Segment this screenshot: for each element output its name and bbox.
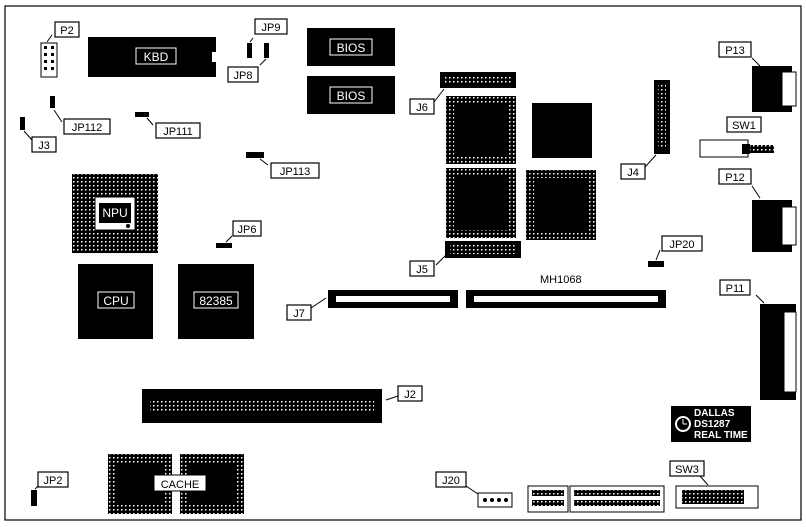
svg-text:CACHE: CACHE (161, 479, 200, 491)
p2-header (40, 42, 58, 78)
sw1-tag: SW1 (726, 116, 762, 133)
svg-text:J20: J20 (442, 475, 460, 487)
svg-text:JP111: JP111 (163, 126, 193, 138)
jp112-jumper (50, 96, 55, 108)
j4-tag: J4 (620, 154, 657, 180)
sw1-switch (699, 139, 774, 158)
svg-text:NPU: NPU (102, 206, 127, 220)
svg-text:JP9: JP9 (262, 22, 281, 34)
svg-text:P11: P11 (726, 283, 745, 295)
board-outline (4, 5, 802, 521)
p12-tag: P12 (718, 168, 761, 199)
p11-tag: P11 (719, 279, 765, 304)
model-label: MH1068 (540, 274, 582, 286)
j4-connector (654, 80, 670, 154)
jp6-jumper (216, 243, 232, 248)
jp113-tag: JP113 (259, 158, 320, 179)
svg-text:P12: P12 (725, 172, 745, 184)
svg-text:JP2: JP2 (44, 475, 63, 487)
svg-text:J2: J2 (404, 389, 416, 401)
svg-text:DS1287: DS1287 (694, 419, 731, 430)
jp9-tag: JP9 (249, 18, 288, 43)
jp20-tag: JP20 (655, 235, 703, 261)
p2-tag: P2 (46, 21, 80, 43)
svg-text:BIOS: BIOS (337, 41, 366, 55)
j2-tag: J2 (385, 385, 423, 402)
j7-slot-b (466, 290, 666, 308)
svg-text:DALLAS: DALLAS (694, 408, 735, 419)
p11-connector (760, 304, 797, 400)
svg-text:P2: P2 (60, 25, 73, 37)
svg-text:82385: 82385 (199, 294, 233, 308)
bios-chip-2: BIOS (307, 76, 395, 114)
svg-text:J6: J6 (416, 102, 428, 114)
kbd-chip: KBD (88, 37, 218, 77)
svg-text:P13: P13 (725, 45, 745, 57)
j5-tag: J5 (409, 254, 447, 277)
cpu-chip: CPU (78, 264, 153, 339)
j2-slot (142, 389, 382, 423)
jp111-tag: JP111 (146, 117, 201, 139)
dip-switch-row-2 (569, 485, 665, 513)
svg-text:CPU: CPU (103, 294, 128, 308)
cache-chips: CACHE (108, 454, 244, 514)
svg-text:J4: J4 (627, 167, 639, 179)
svg-text:SW3: SW3 (675, 464, 699, 476)
jp6-tag: JP6 (225, 220, 262, 243)
j20-tag: J20 (435, 471, 479, 495)
j20-connector (477, 492, 513, 508)
dip-switch-row-1 (527, 485, 569, 513)
dallas-rtc-chip: DALLAS DS1287 REAL TIME (671, 406, 751, 442)
j7-slot-a (328, 290, 458, 308)
gate-array-2 (532, 103, 592, 158)
svg-text:SW1: SW1 (732, 120, 756, 132)
j5-connector (445, 241, 521, 258)
j6-connector (440, 72, 516, 88)
jp8-jumper (264, 43, 269, 58)
j3-tag: J3 (23, 130, 57, 153)
82385-chip: 82385 (178, 264, 254, 339)
svg-text:JP8: JP8 (234, 70, 253, 82)
jp9-jumper (247, 43, 252, 58)
sw3-tag: SW3 (669, 460, 709, 486)
svg-text:JP20: JP20 (669, 239, 694, 251)
sw3-dip-switch (675, 485, 759, 509)
p12-connector (752, 200, 797, 252)
svg-text:JP6: JP6 (238, 224, 257, 236)
j7-tag: J7 (286, 297, 327, 321)
j6-tag: J6 (409, 88, 445, 115)
npu-socket: NPU (72, 174, 158, 253)
jp112-tag: JP112 (53, 109, 111, 135)
svg-text:J5: J5 (416, 264, 428, 276)
jp2-tag: JP2 (34, 471, 69, 490)
jp2-jumper (31, 490, 37, 506)
svg-text:REAL TIME: REAL TIME (694, 430, 748, 441)
jp113-jumper (246, 152, 264, 158)
j3-jumper (20, 117, 25, 130)
svg-text:BIOS: BIOS (337, 89, 366, 103)
kbd-label: KBD (144, 50, 169, 64)
p13-tag: P13 (718, 41, 761, 67)
svg-text:J7: J7 (293, 308, 305, 320)
jp20-jumper (648, 261, 664, 267)
p13-connector (752, 66, 797, 112)
jp8-tag: JP8 (227, 58, 267, 83)
svg-text:JP113: JP113 (280, 166, 310, 178)
bios-chip-1: BIOS (307, 28, 395, 66)
jp111-jumper (135, 112, 149, 117)
svg-text:J3: J3 (38, 140, 50, 152)
svg-text:JP112: JP112 (72, 122, 102, 134)
